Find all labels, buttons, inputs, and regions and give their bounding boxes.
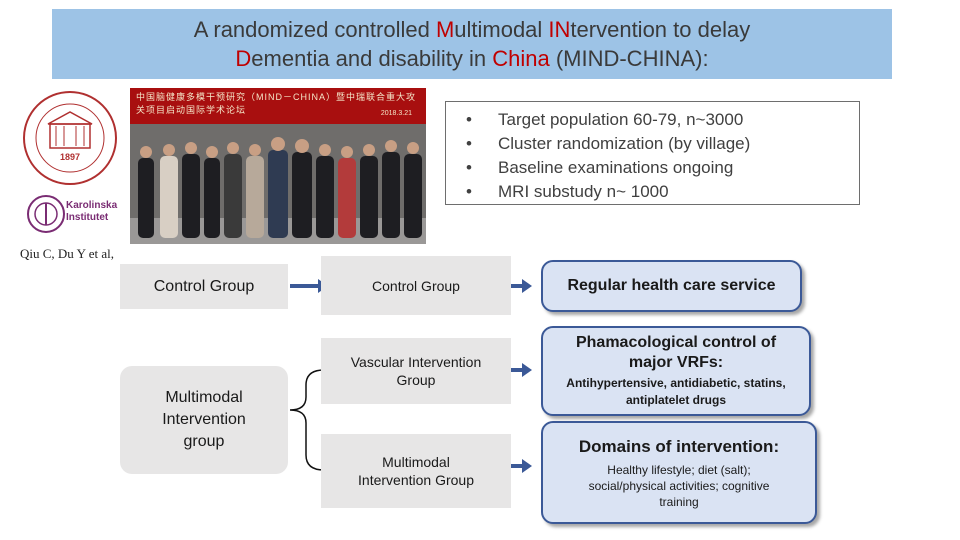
title-highlight-d: D	[235, 46, 252, 71]
study-summary-box: •Target population 60-79, n~3000 •Cluste…	[445, 101, 860, 205]
vascular-label-1: Vascular Intervention	[350, 354, 482, 370]
regular-care-label: Regular health care service	[567, 277, 776, 294]
vascular-label-2: Group	[396, 372, 436, 388]
title-highlight-china: China	[492, 46, 550, 71]
regular-care-box: Regular health care service	[541, 260, 802, 312]
domains-body-3: training	[659, 494, 699, 509]
multimodal-label-2: Intervention	[162, 411, 246, 428]
photo-banner: 中国脑健康多模干预研究（MIND－CHINA）暨中瑞联合重大攻关项目启动国际学术…	[130, 88, 426, 124]
domains-title: Domains of intervention:	[578, 436, 780, 456]
title-text: (MIND-CHINA):	[549, 46, 709, 71]
karolinska-logo: Karolinska Institutet	[26, 194, 118, 234]
title-line-2: Dementia and disability in China (MIND-C…	[52, 44, 892, 73]
title-banner: A randomized controlled Multimodal INter…	[52, 9, 892, 79]
karolinska-name-2: Institutet	[66, 212, 109, 223]
photo-date: 2018.3.21	[380, 110, 412, 117]
pharma-title-2: major VRFs:	[628, 354, 724, 371]
control-group-mid-box: Control Group	[321, 256, 511, 315]
control-group-mid-label: Control Group	[372, 277, 460, 294]
bracket-icon	[289, 369, 325, 471]
arrow-head-icon	[522, 279, 532, 293]
multimodal-mid-label-1: Multimodal	[382, 454, 450, 470]
bullet-item: •MRI substudy n~ 1000	[466, 182, 669, 201]
domains-body-2: social/physical activities; cognitive	[588, 478, 770, 493]
title-text: ementia and disability in	[251, 46, 493, 71]
multimodal-label-1: Multimodal	[165, 389, 243, 406]
title-text: ultimodal	[454, 17, 549, 42]
pharmacological-box: Phamacological control of major VRFs: An…	[541, 326, 811, 416]
multimodal-intervention-mid-box: Multimodal Intervention Group	[321, 434, 511, 508]
domains-body-1: Healthy lifestyle; diet (salt);	[607, 462, 751, 477]
citation: Qiu C, Du Y et al,	[20, 246, 114, 261]
domains-box: Domains of intervention: Healthy lifesty…	[541, 421, 817, 524]
pharma-body-2: antiplatelet drugs	[625, 393, 726, 407]
title-text: tervention to delay	[570, 17, 751, 42]
pharma-title-1: Phamacological control of	[575, 334, 777, 351]
multimodal-mid-label-2: Intervention Group	[358, 472, 474, 488]
arrow-head-icon	[522, 363, 532, 377]
group-photo: 中国脑健康多模干预研究（MIND－CHINA）暨中瑞联合重大攻关项目启动国际学术…	[130, 88, 426, 244]
multimodal-group-box: Multimodal Intervention group	[120, 366, 288, 474]
arrow-head-icon	[522, 459, 532, 473]
vascular-intervention-box: Vascular Intervention Group	[321, 338, 511, 404]
bullet-item: •Baseline examinations ongoing	[466, 158, 734, 177]
control-group-box: Control Group	[120, 264, 288, 309]
bullet-item: •Target population 60-79, n~3000	[466, 110, 744, 129]
title-line-1: A randomized controlled Multimodal INter…	[52, 15, 892, 44]
title-highlight-in: IN	[548, 17, 571, 42]
multimodal-label-3: group	[183, 433, 225, 450]
control-group-label: Control Group	[153, 277, 255, 295]
bullet-item: •Cluster randomization (by village)	[466, 134, 751, 153]
hospital-year: 1897	[60, 152, 80, 162]
pharma-body-1: Antihypertensive, antidiabetic, statins,	[566, 376, 786, 390]
karolinska-name-1: Karolinska	[66, 200, 118, 211]
hospital-logo: 1897	[22, 90, 118, 186]
title-text: A randomized controlled	[193, 17, 436, 42]
title-highlight-m: M	[435, 17, 455, 42]
